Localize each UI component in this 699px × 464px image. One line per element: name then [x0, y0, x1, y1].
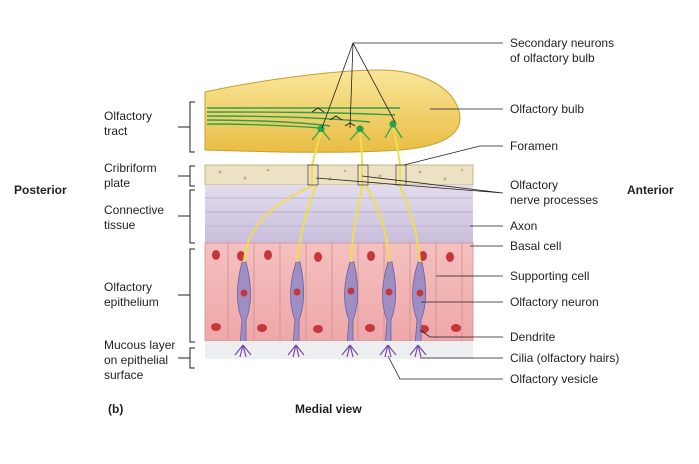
cilia-label: Cilia (olfactory hairs)	[510, 351, 620, 365]
left-brackets	[178, 101, 195, 369]
connective-tissue-shape	[205, 185, 473, 243]
secondary-neurons-label: Secondary neurons of olfactory bulb	[510, 36, 615, 65]
nerve-processes-label: Olfactory nerve processes	[510, 178, 599, 207]
mucous-layer-shape	[205, 341, 473, 359]
foramen-1	[307, 164, 319, 186]
olfactory-epithelium-label: Olfactory epithelium	[104, 280, 159, 309]
right-leaders	[315, 42, 504, 380]
cribriform-plate-label: Cribriform plate	[104, 161, 157, 190]
olfactory-vesicle-label: Olfactory vesicle	[510, 372, 599, 386]
dendrite-label: Dendrite	[510, 330, 556, 344]
olfactory-tract-fibers	[206, 107, 400, 129]
olfactory-bulb-shape	[204, 69, 461, 153]
olfactory-tract-label: Olfactory tract	[104, 109, 153, 138]
foramen-2	[357, 164, 369, 186]
foramen-label: Foramen	[510, 139, 559, 153]
mucous-layer-label: Mucous layer on epithelial surface	[104, 338, 176, 382]
neuron-nuclei	[240, 287, 424, 297]
figure-part-label: (b)	[108, 402, 124, 416]
olfactory-bulb-label: Olfactory bulb	[510, 102, 585, 116]
connective-tissue-label: Connective tissue	[104, 203, 165, 232]
axons	[243, 127, 421, 263]
supporting-cell-label: Supporting cell	[510, 269, 590, 283]
anterior-label: Anterior	[627, 183, 674, 197]
connective-lines	[205, 197, 473, 227]
bone-texture	[218, 168, 464, 181]
cribriform-plate-shape	[204, 164, 474, 186]
axon-label: Axon	[510, 219, 538, 233]
basal-cell-label: Basal cell	[510, 239, 562, 253]
olfactory-neuron-label: Olfactory neuron	[510, 295, 599, 309]
posterior-label: Posterior	[14, 183, 67, 197]
view-label: Medial view	[295, 402, 362, 416]
cilia	[234, 344, 427, 358]
